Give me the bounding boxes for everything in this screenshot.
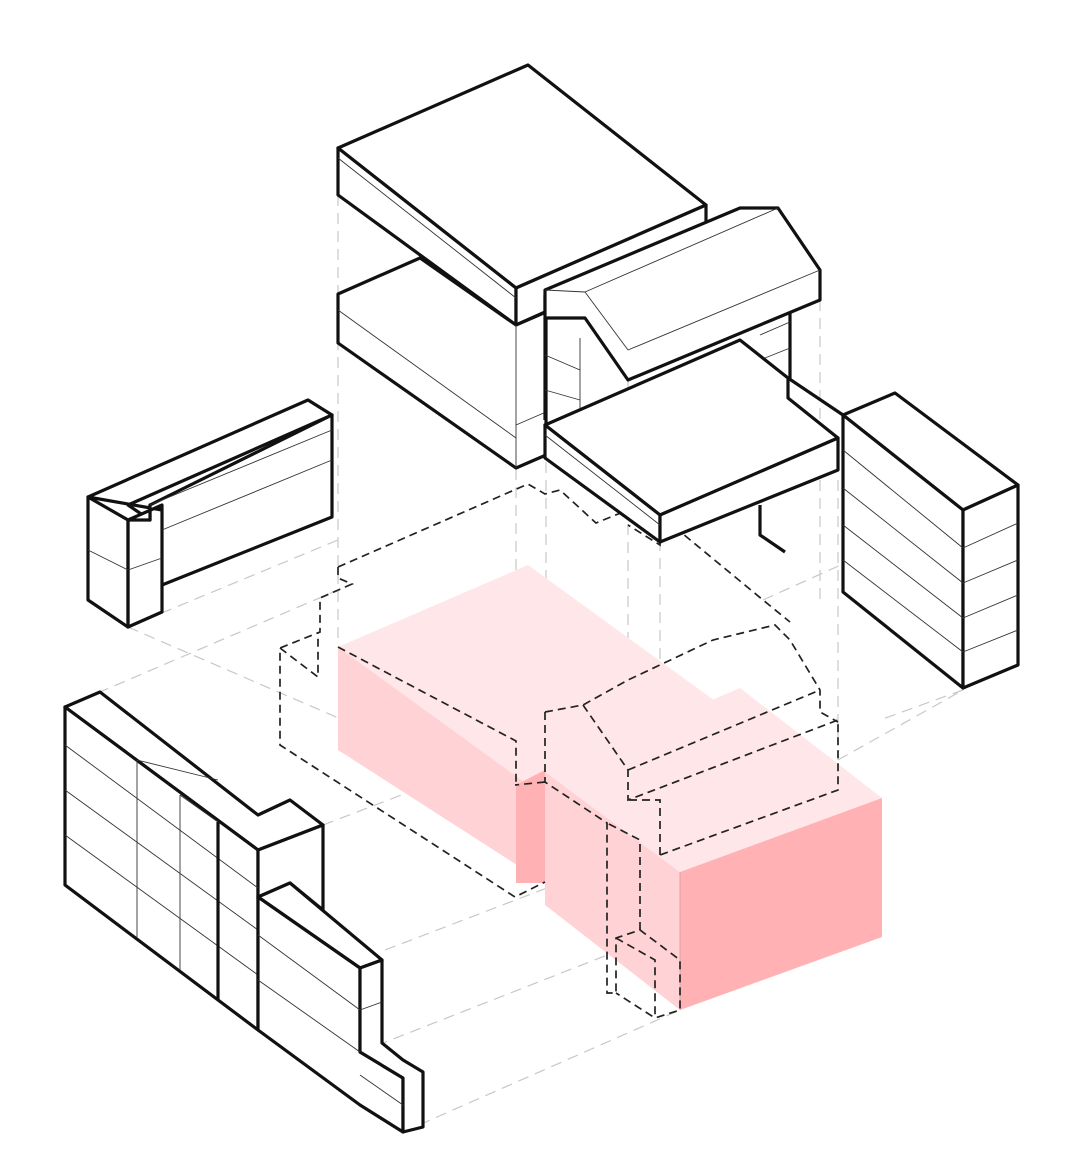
pink-massing-right (545, 688, 882, 1010)
middle-right-slab (543, 338, 840, 544)
upper-roof-slab (336, 63, 708, 327)
pink-left-side-face (516, 770, 545, 883)
stepped-block-side (358, 958, 425, 1134)
pink-left-front-face (338, 647, 545, 883)
pink-right-top-face (545, 688, 882, 872)
dashed-footprints (279, 483, 839, 1019)
left-l-block (86, 398, 334, 629)
right-tall-block (758, 376, 1020, 690)
pink-right-front-face (545, 772, 680, 1010)
left-block-top (86, 398, 334, 522)
left-block-front (86, 495, 130, 629)
pink-right-side-face (680, 798, 882, 1010)
gable-roof-ridge-face (543, 206, 822, 382)
gable-roof-block (543, 206, 822, 420)
left-block-face (126, 413, 334, 587)
right-block-side (961, 483, 1020, 690)
lower-front-stepped-block (256, 881, 425, 1134)
middle-slab-side (658, 436, 840, 544)
